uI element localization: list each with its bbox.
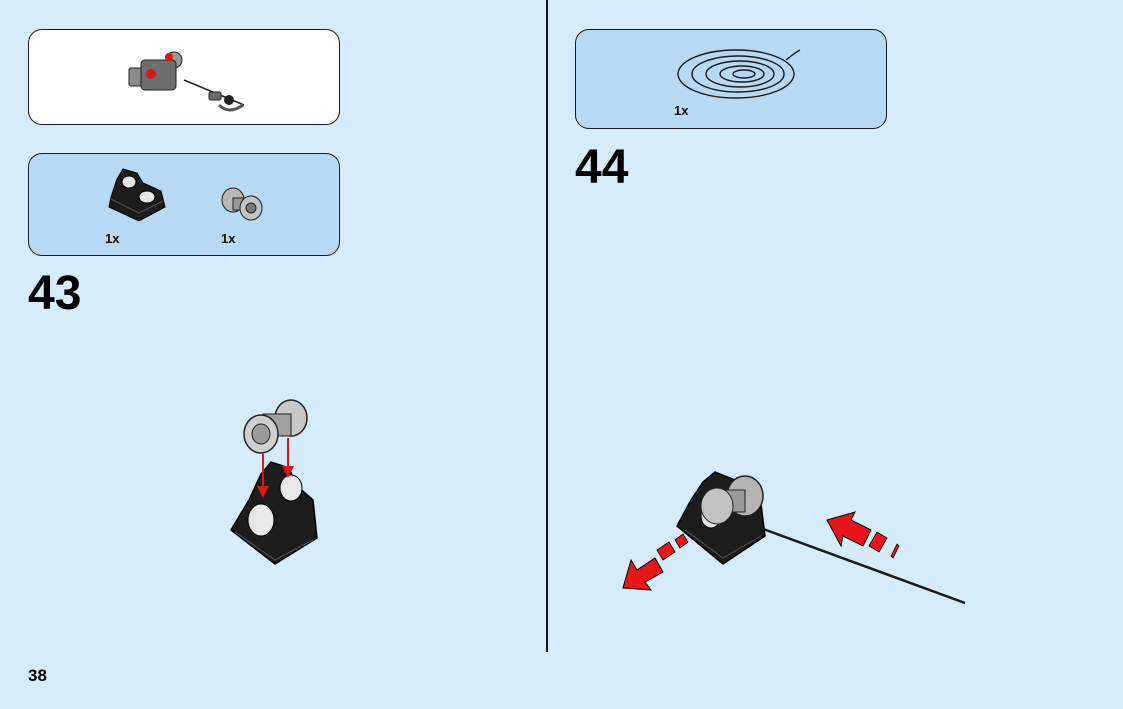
part-qty: 1x <box>105 231 120 246</box>
black-pin-bracket-part-icon <box>108 168 166 222</box>
part-qty: 1x <box>674 103 689 118</box>
feed-direction-arrow-icon <box>826 511 900 559</box>
bracket-with-spool-icon <box>676 471 766 565</box>
page-divider <box>546 0 548 652</box>
part-qty: 1x <box>221 231 236 246</box>
page-number: 38 <box>28 666 47 685</box>
black-pin-bracket-part-icon <box>230 461 318 565</box>
step-44-assembly-illustration <box>622 471 966 605</box>
spool-assembly-thumbnail-icon <box>128 51 245 112</box>
gray-spool-part-icon <box>221 187 263 221</box>
subassembly-callout-panel <box>28 29 340 125</box>
black-string-coil-part-icon <box>677 49 801 99</box>
string-line <box>724 513 966 605</box>
parts-list-panel-step-44: 1x <box>575 29 887 129</box>
step-number: 43 <box>28 267 82 320</box>
parts-list-panel-step-43: 1x 1x <box>28 153 340 256</box>
step-43-assembly-illustration <box>230 399 318 565</box>
pull-direction-arrow-icon <box>622 533 689 591</box>
gray-spool-part-icon <box>243 399 308 454</box>
insert-direction-arrows <box>257 438 294 498</box>
step-number: 44 <box>575 141 629 194</box>
